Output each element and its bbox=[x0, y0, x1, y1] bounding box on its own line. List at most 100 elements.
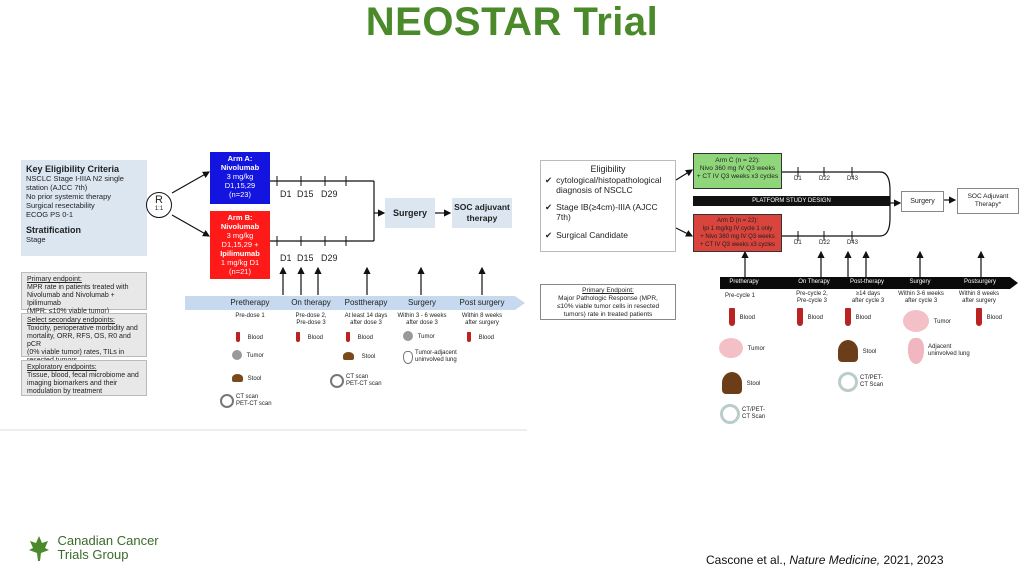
criteria-line: ECOG PS 0-1 bbox=[26, 210, 74, 219]
endpoint-line: mortality, ORR, RFS, OS, R0 and pCR bbox=[27, 333, 131, 348]
slide-title: NEOSTAR Trial bbox=[365, 0, 659, 44]
timeline-sublabel: Pre-dose 2,Pre-dose 3 bbox=[295, 313, 327, 326]
arm-b-dose: 3 mg/kg bbox=[226, 231, 254, 240]
arm-b-drug: Nivolumab bbox=[220, 222, 260, 231]
arm-d-box: Arm D (n = 22):Ipi 1 mg/kg IV cycle 1 on… bbox=[693, 214, 782, 252]
endpoint-line: MPR rate in patients treated with bbox=[27, 284, 129, 291]
sample-tumor: Tumor bbox=[403, 331, 435, 341]
tumor-icon bbox=[719, 338, 743, 358]
timeline-label: On therapy bbox=[291, 298, 331, 307]
cctg-logo: Canadian Cancer Trials Group bbox=[28, 534, 159, 562]
timeline-label: Surgery bbox=[407, 298, 436, 307]
arm-b-title: Arm B: bbox=[227, 213, 253, 222]
soc-line1: SOC adjuvant bbox=[454, 202, 510, 212]
ct-scanner-icon bbox=[838, 372, 858, 392]
arm-a-drug: Nivolumab bbox=[220, 163, 260, 172]
day-label: D29 bbox=[321, 189, 338, 199]
endpoint-line: Toxicity, perioperative morbidity and bbox=[27, 325, 138, 332]
right-eligibility-box: Eligibility ✔cytological/histopathologic… bbox=[540, 160, 676, 252]
eligibility-criteria-box: Key Eligibility Criteria NSCLC Stage I-I… bbox=[21, 160, 147, 256]
criteria-line: No prior systemic therapy bbox=[26, 192, 112, 201]
arm-b-days: D1,15,29 + bbox=[221, 240, 259, 249]
day-label: D22 bbox=[819, 176, 831, 182]
endpoint-line: Nivolumab and Nivolumab + Ipilimumab bbox=[27, 292, 115, 307]
blood-tube-icon bbox=[296, 332, 300, 342]
sample-blood: Blood bbox=[845, 308, 871, 326]
day-label: D1 bbox=[280, 253, 292, 263]
sample-stool: Stool bbox=[838, 340, 876, 362]
timeline-label: Posttherapy bbox=[344, 298, 388, 307]
check-icon: ✔ bbox=[545, 230, 553, 240]
arm-b-drug2: Ipilimumab bbox=[220, 249, 260, 258]
arm-b-n: (n=21) bbox=[229, 267, 251, 276]
sample-blood: Blood bbox=[797, 308, 823, 326]
sample-tumor: Tumor bbox=[719, 338, 765, 358]
elig-item: ✔Surgical Candidate bbox=[545, 230, 628, 240]
timeline-label: Surgery bbox=[909, 279, 931, 285]
timeline-label: Pretherapy bbox=[230, 298, 270, 307]
timeline-label: Post surgery bbox=[459, 298, 505, 307]
endpoint-line: (0% viable tumor) rates, TILs in bbox=[27, 349, 125, 356]
strat-value: Stage bbox=[26, 235, 46, 244]
stool-icon bbox=[343, 352, 354, 360]
logo-line2: Trials Group bbox=[57, 547, 129, 562]
primary-endpoint-box: Primary endpoint: MPR rate in patients t… bbox=[21, 272, 147, 315]
sample-blood: Blood bbox=[467, 332, 494, 342]
arm-a-box: Arm A: Nivolumab 3 mg/kg D1,15,29 (n=23) bbox=[210, 152, 270, 204]
day-label: D1 bbox=[794, 176, 802, 182]
endpoint-line: modulation by treatment bbox=[27, 388, 103, 395]
timeline-label: On Therapy bbox=[798, 279, 830, 285]
sample-blood: Blood bbox=[296, 332, 323, 342]
tumor-icon bbox=[903, 310, 929, 332]
right-primary-endpoint-box: Primary Endpoint: Major Pathologic Respo… bbox=[540, 284, 676, 320]
endpoint-line: imaging biomarkers and their bbox=[27, 380, 118, 387]
ct-scanner-icon bbox=[720, 404, 740, 424]
criteria-title: Key Eligibility Criteria bbox=[26, 164, 120, 174]
blood-tube-icon bbox=[845, 308, 851, 326]
criteria-line: station (AJCC 7th) bbox=[26, 183, 88, 192]
blood-tube-icon bbox=[467, 332, 471, 342]
sample-stool: Stool bbox=[343, 352, 375, 361]
ct-scanner-icon bbox=[330, 374, 344, 388]
arm-b-box: Arm B: Nivolumab 3 mg/kg D1,15,29 + Ipil… bbox=[210, 211, 270, 279]
arm-a-n: (n=23) bbox=[229, 190, 251, 199]
logo-line1: Canadian Cancer bbox=[57, 533, 159, 548]
blood-tube-icon bbox=[236, 332, 240, 342]
timeline-sublabel: Pre-cycle 2,Pre-cycle 3 bbox=[796, 291, 828, 304]
blood-tube-icon bbox=[976, 308, 982, 326]
lung-icon bbox=[908, 338, 924, 364]
sample-tumor: Tumor bbox=[232, 350, 264, 360]
sample-blood: Blood bbox=[346, 332, 373, 342]
timeline-sublabel: Pre-dose 1 bbox=[235, 313, 265, 319]
tumor-icon bbox=[403, 331, 413, 341]
platform-banner: PLATFORM STUDY DESIGN bbox=[693, 196, 890, 206]
sample-ct: CT/PET-CT Scan bbox=[720, 404, 765, 424]
day-label: D1 bbox=[280, 189, 292, 199]
check-icon: ✔ bbox=[545, 202, 553, 212]
endpoint-line: Tissue, blood, fecal microbiome and bbox=[27, 372, 139, 379]
blood-tube-icon bbox=[797, 308, 803, 326]
criteria-line: Surgical resectability bbox=[26, 201, 95, 210]
day-label: D1 bbox=[794, 240, 802, 246]
arm-b-dose2: 1 mg/kg D1 bbox=[220, 258, 260, 267]
sample-ct: CT/PET-CT Scan bbox=[838, 372, 883, 392]
randomization-circle: R 1:1 bbox=[146, 192, 172, 218]
timeline-label: Postsurgery bbox=[963, 279, 996, 285]
exploratory-endpoint-box: Exploratory endpoints: Tissue, blood, fe… bbox=[21, 360, 147, 396]
stool-icon bbox=[722, 372, 742, 394]
right-surgery-box: Surgery bbox=[901, 191, 944, 212]
sample-stool: Stool bbox=[722, 372, 760, 394]
day-label: D22 bbox=[819, 240, 831, 246]
exploratory-endpoint-title: Exploratory endpoints: bbox=[27, 364, 97, 371]
timeline-label: Pretherapy bbox=[729, 279, 759, 285]
